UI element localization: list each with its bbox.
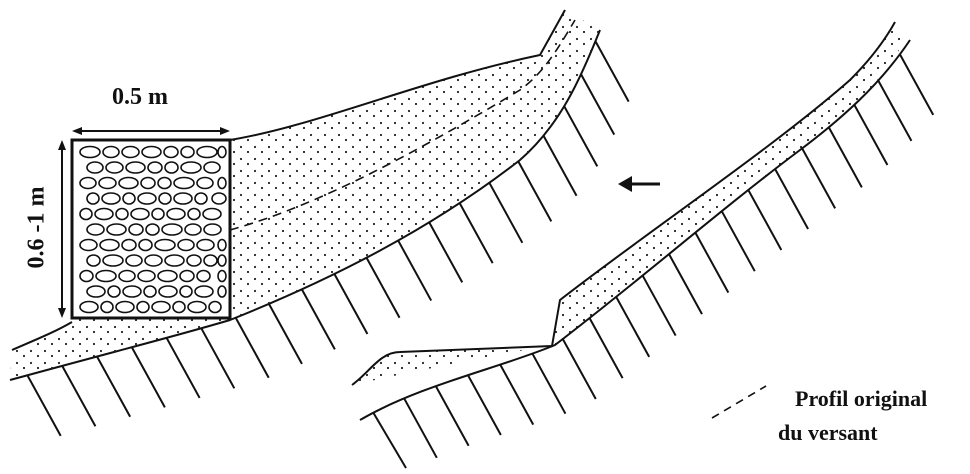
hatch-line <box>468 375 501 435</box>
hatch-line <box>695 233 728 293</box>
hatch-line <box>97 357 130 417</box>
hatch-line <box>269 304 302 364</box>
hatch-line <box>616 297 649 357</box>
hatch-line <box>489 183 522 243</box>
hatch-line <box>167 338 200 398</box>
hatch-line <box>854 105 887 165</box>
hatch-line <box>581 75 614 135</box>
hatch-line <box>596 42 629 102</box>
hatch-line <box>404 398 437 458</box>
hatch-line <box>878 81 911 141</box>
hatch-line <box>367 258 400 318</box>
height-dimension <box>58 140 66 318</box>
hatch-line <box>722 211 755 271</box>
hatch-line <box>544 136 577 196</box>
hatch-line <box>669 254 702 314</box>
hatch-line <box>62 366 95 426</box>
legend-line-1: Profil original <box>795 386 927 412</box>
width-dimension <box>72 127 230 135</box>
hatch-line <box>302 289 335 349</box>
hatch-line <box>201 328 234 388</box>
hatch-line <box>518 161 551 221</box>
hatch-line <box>460 203 493 263</box>
hatch-line <box>500 365 533 425</box>
width-label: 0.5 m <box>112 84 168 111</box>
hatch-line <box>429 222 462 282</box>
hatch-line <box>590 318 623 378</box>
hatch-line <box>564 106 597 166</box>
hatch-line <box>28 376 61 436</box>
hatch-line <box>132 347 165 407</box>
hatch-line <box>775 169 808 229</box>
hatch-line <box>532 354 565 414</box>
hatch-line <box>563 339 596 399</box>
height-label: 0.6 -1 m <box>24 183 51 273</box>
arrow-left-icon <box>618 176 660 192</box>
hatch-line <box>373 412 406 468</box>
hatch-line <box>802 148 835 208</box>
hatch-line <box>643 276 676 336</box>
hatch-line <box>829 127 862 187</box>
hatch-line <box>748 190 781 250</box>
hatch-line <box>236 318 269 378</box>
hatch-line <box>900 55 933 115</box>
hatch-line <box>398 241 431 301</box>
legend-line-2: du versant <box>778 420 878 446</box>
dashed-line-legend-icon <box>712 386 766 418</box>
hatch-line <box>436 386 469 446</box>
hatch-line <box>334 274 367 334</box>
stone-wall <box>72 140 230 318</box>
